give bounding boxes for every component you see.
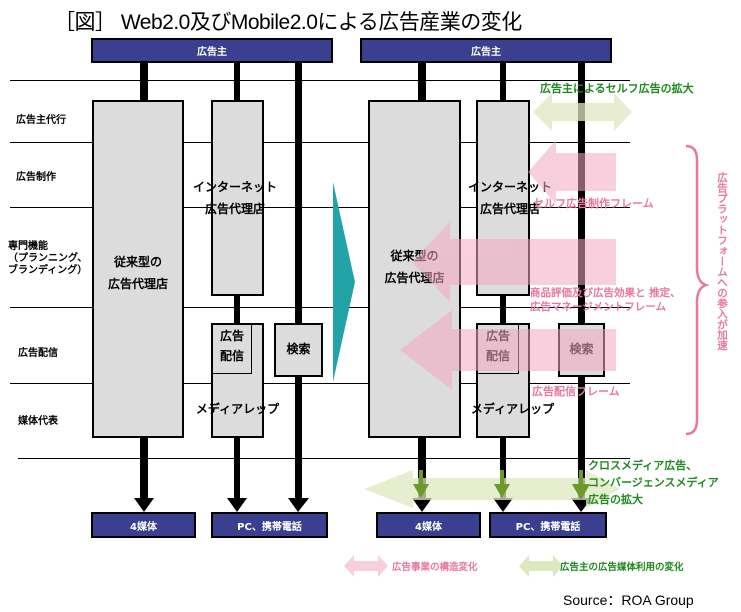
connector-line <box>234 435 240 500</box>
row-label-advertiser-agency: 広告主代行 <box>16 115 66 126</box>
traditional-agency-label-left: 従来型の 広告代理店 <box>107 255 168 291</box>
traditional-agency-label-right: 従来型の 広告代理店 <box>384 249 445 285</box>
figure-title: ［図］ Web2.0及びMobile2.0による広告産業の変化 <box>54 11 522 34</box>
arrowhead-down <box>227 498 247 512</box>
ad-delivery-label-left: 広告 配信 <box>219 329 244 363</box>
cross-media-text-1: クロスメディア広告、 <box>588 459 698 472</box>
arrowhead-down <box>412 498 432 512</box>
four-media-box-left: 4媒体 <box>91 512 196 538</box>
row-label-media-rep: 媒体代表 <box>18 416 58 427</box>
connector-line <box>234 295 240 325</box>
internet-agency-box-left <box>211 100 264 296</box>
row-divider <box>10 307 630 308</box>
row-divider <box>10 80 630 81</box>
internet-agency-label-left: インターネット 広告代理店 <box>192 180 277 216</box>
advertiser-label: 広告主 <box>197 47 227 58</box>
legend-structural-change: 広告事業の構造変化 <box>392 562 478 573</box>
row-divider <box>10 207 630 208</box>
pc-mobile-box-right: PC、携帯電話 <box>489 512 607 538</box>
media-rep-label-left: メディアレップ <box>195 402 280 416</box>
arrowhead-down <box>288 498 309 512</box>
media-rep-box-left <box>211 323 264 438</box>
connector-line <box>140 435 148 500</box>
connector-line <box>500 295 506 325</box>
cross-media-text-2: コンバージェンスメディア <box>588 476 719 489</box>
row-divider <box>10 383 630 384</box>
search-label-right: 検索 <box>569 342 594 356</box>
arrowhead-down <box>134 498 154 512</box>
arrowhead-down <box>493 498 513 512</box>
platform-brace <box>685 144 710 436</box>
search-label-left: 検索 <box>286 342 311 356</box>
connector-line <box>418 62 426 102</box>
delivery-frame-text: 広告配信フレーム <box>532 385 620 398</box>
ad-delivery-label-right: 広告 配信 <box>485 329 510 363</box>
cross-media-text-3: 広告の拡大 <box>588 493 643 506</box>
source-credit: Source：ROA Group <box>563 592 694 608</box>
connector-line <box>500 62 506 102</box>
connector-line <box>418 435 426 500</box>
self-ad-expansion-text: 広告主によるセルフ広告の拡大 <box>540 82 694 95</box>
advertiser-label: 広告主 <box>471 47 501 58</box>
advertiser-box-right: 広告主 <box>360 38 612 63</box>
connector-line <box>295 375 302 500</box>
media-rep-label-right: メディアレップ <box>470 402 555 416</box>
row-divider <box>10 142 630 143</box>
connector-line <box>500 435 506 500</box>
connector-line <box>295 62 302 324</box>
connector-line <box>140 62 148 102</box>
legend-media-use-change: 広告主の広告媒体利用の変化 <box>560 562 684 573</box>
self-production-frame-text: セルフ広告制作フレーム <box>533 197 654 210</box>
platform-entry-text: 広告プラットフォームへの参入が加速 <box>716 172 728 351</box>
transition-arrow <box>333 182 355 382</box>
row-label-ad-delivery: 広告配信 <box>18 348 58 359</box>
row-divider <box>18 458 630 459</box>
pc-mobile-box-left: PC、携帯電話 <box>211 512 328 538</box>
advertiser-box-left: 広告主 <box>91 38 333 63</box>
ad-delivery-box-left <box>212 324 252 374</box>
evaluation-frame-text-2: 広告マネージメントフレーム <box>530 301 666 313</box>
traditional-agency-box-left <box>92 100 184 438</box>
connector-line <box>234 62 240 102</box>
evaluation-frame-text-1: 商品評価及び広告効果と 推定、 <box>530 287 681 299</box>
four-media-box-right: 4媒体 <box>376 512 481 538</box>
search-box-left <box>274 323 323 377</box>
connector-line <box>578 375 585 500</box>
row-label-specialty: 専門機能 （プランニング、 ブランディング） <box>8 241 88 276</box>
legend-pink-arrow <box>344 555 388 577</box>
legend-green-arrow <box>519 555 563 577</box>
row-label-ad-production: 広告制作 <box>16 172 56 183</box>
